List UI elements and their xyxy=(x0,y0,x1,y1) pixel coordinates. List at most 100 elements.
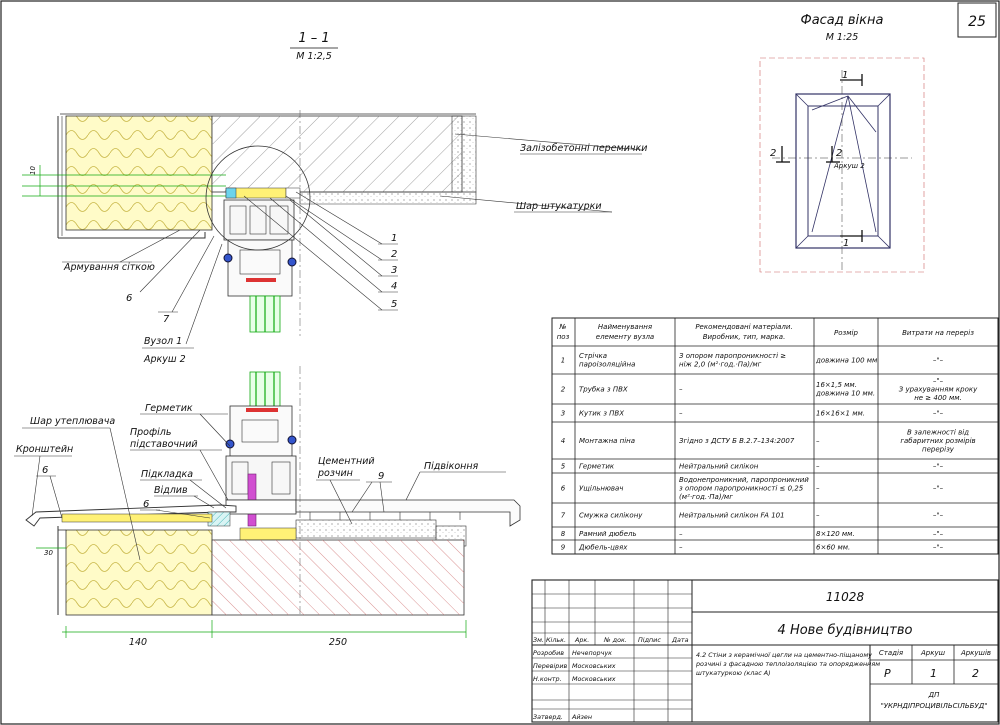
label-bracket: Кронштейн xyxy=(16,444,73,455)
spec-cell-size: 16×1,5 мм. xyxy=(816,381,857,389)
title-block-frame xyxy=(531,579,999,723)
description-line-3: штукатуркою (клас А) xyxy=(696,669,771,677)
spec-cell-n: 7 xyxy=(561,511,566,519)
spec-cell-name: Дюбель-цвях xyxy=(578,543,628,551)
label-sill: Підвіконня xyxy=(424,461,479,472)
description-line-1: 4.2 Стіни з керамічної цегли на цементно… xyxy=(696,651,872,659)
spec-cell-size: 8×120 мм. xyxy=(816,530,855,538)
spec-cell-name: пароізоляційна xyxy=(579,361,635,369)
description-line-2: розчині з фасадною теплоізоляцією та опо… xyxy=(695,660,880,668)
spec-cell-size: 16×16×1 мм. xyxy=(816,409,865,417)
th-cons: Витрати на переріз xyxy=(902,329,974,337)
spec-cell-name: Ущільнювач xyxy=(579,484,623,492)
spec-cell-size: довжина 10 мм. xyxy=(815,390,875,398)
sheets-label: Аркушів xyxy=(960,649,991,657)
label-sealant: Герметик xyxy=(145,403,193,414)
project-code: 11028 xyxy=(826,590,865,604)
upper-detail: 10 xyxy=(22,110,477,336)
th-num-1: № xyxy=(558,323,566,331)
cut-2-right: 2 xyxy=(836,148,842,159)
section-title: 1 – 1 xyxy=(298,31,329,46)
facade-scale: М 1:25 xyxy=(826,32,859,43)
spec-cell-cons: –"– xyxy=(933,511,944,519)
gasket-a xyxy=(223,253,233,263)
spec-cell-name: Рамний дюбель xyxy=(579,530,637,538)
col-sign: Підпис xyxy=(638,636,661,644)
spec-cell-mat: – xyxy=(679,409,683,417)
label-insulation-layer: Шар утеплювача xyxy=(30,416,115,427)
spec-cell-mat: – xyxy=(679,530,683,538)
label-mortar-2: розчин xyxy=(317,468,353,479)
sealant-strip xyxy=(225,187,237,199)
spec-cell-size: – xyxy=(816,484,820,492)
reinforcement-red xyxy=(246,278,276,282)
lintel-insulation xyxy=(65,115,213,231)
label-mesh: Армування сіткою xyxy=(63,262,155,273)
sill-ribs xyxy=(309,512,461,520)
facade-window-outer xyxy=(795,93,891,249)
spec-cell-size: – xyxy=(816,511,820,519)
spec-cell-cons: З урахуванням кроку xyxy=(899,385,978,393)
marker-3: 3 xyxy=(391,265,397,276)
spec-cell-n: 2 xyxy=(561,385,566,393)
role-name: Московських xyxy=(572,675,616,683)
node-circle xyxy=(205,145,311,251)
marker-9: 9 xyxy=(378,471,384,482)
col-kilk: Кільк. xyxy=(546,636,566,644)
window-sill-board xyxy=(295,499,521,527)
sheet-number-box xyxy=(957,2,997,38)
marker-2: 2 xyxy=(391,249,397,260)
gasket-d xyxy=(287,435,297,445)
th-mat-1: Рекомендовані матеріали. xyxy=(695,323,792,331)
support-profile xyxy=(225,499,297,515)
role-label: Затверд. xyxy=(533,713,563,721)
stage-label: Стадія xyxy=(879,649,903,657)
spec-cell-size: – xyxy=(816,437,820,445)
spec-cell-n: 6 xyxy=(561,484,566,492)
outer-drip-sill xyxy=(25,504,237,527)
lower-detail: 30 140 250 xyxy=(25,366,521,648)
gasket-c xyxy=(225,439,235,449)
dim-30: 30 xyxy=(44,549,53,557)
gasket-b xyxy=(287,257,297,267)
upper-callouts: Залізобетонні перемички Шар штукатурки А… xyxy=(62,133,647,365)
cut-1-top: 1 xyxy=(842,70,848,81)
org-line-1: ДП xyxy=(928,691,940,699)
frame-chamber-3 xyxy=(269,205,289,235)
frame-chamber-1 xyxy=(229,205,247,235)
spec-cell-n: 3 xyxy=(561,409,565,417)
plaster-under-lintel xyxy=(299,191,477,205)
label-pad: Підкладка xyxy=(141,469,193,480)
spec-cell-mat: ніж 2,0 (м²·год.·Па)/мг xyxy=(679,361,762,369)
section-scale: М 1:2,5 xyxy=(296,51,332,62)
marker-6-bracket: 6 xyxy=(42,465,48,476)
spec-cell-cons: –"– xyxy=(933,356,944,364)
mesh-return xyxy=(58,232,206,239)
spec-cell-n: 1 xyxy=(561,356,565,364)
cement-mortar xyxy=(295,519,437,539)
org-line-2: "УКРНДІПРОЦИВІЛЬСІЛЬБУД" xyxy=(881,702,988,710)
sheet-number: 25 xyxy=(968,14,986,30)
spec-cell-mat: Нейтральний силікон xyxy=(679,462,759,470)
cut-2-left: 2 xyxy=(770,148,776,159)
spec-cell-n: 4 xyxy=(561,437,565,445)
col-ark: Арк. xyxy=(574,636,589,644)
facade-wall-outline xyxy=(759,57,925,273)
sheets-value: 2 xyxy=(972,667,979,680)
spec-cell-n: 9 xyxy=(561,543,566,551)
col-zm: Зм. xyxy=(533,636,544,644)
spec-cell-mat: Нейтральний силікон FA 101 xyxy=(679,511,785,519)
th-mat-2: Виробник, тип, марка. xyxy=(703,333,786,341)
section-name: 4 Нове будівництво xyxy=(778,623,913,638)
spec-cell-mat: – xyxy=(679,385,683,393)
label-drip: Відлив xyxy=(154,485,188,496)
label-plaster: Шар штукатурки xyxy=(516,201,602,212)
lower-frame xyxy=(225,455,297,501)
spec-cell-name: Герметик xyxy=(579,462,615,470)
marker-4: 4 xyxy=(391,281,397,292)
marker-5: 5 xyxy=(391,299,397,310)
spec-cell-size: – xyxy=(816,462,820,470)
marker-6-drip: 6 xyxy=(143,499,149,510)
spec-cell-size: довжина 100 мм xyxy=(815,356,878,364)
